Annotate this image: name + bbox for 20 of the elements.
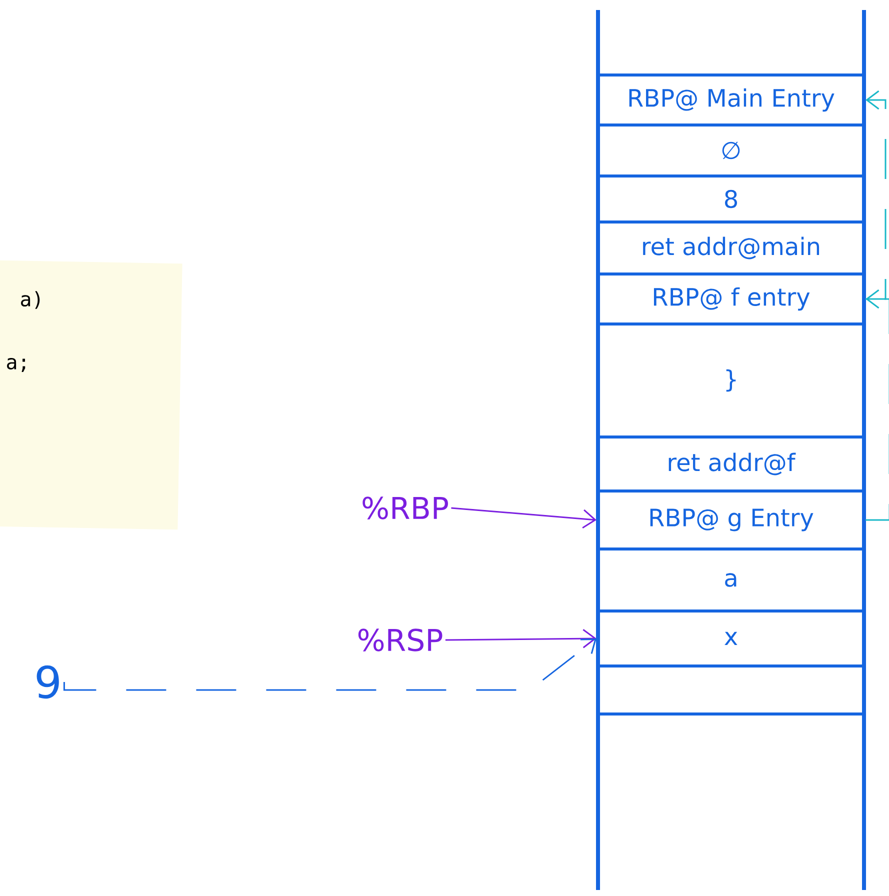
stack-cell: a xyxy=(596,548,866,612)
stack-cell: x xyxy=(596,610,866,668)
stack-cell: 8 xyxy=(596,174,866,224)
register-label: %RSP xyxy=(358,628,442,652)
empty-stack-cell xyxy=(596,664,866,716)
arrow xyxy=(451,507,596,528)
arrow xyxy=(445,629,596,648)
stack-cell: ret addr@main xyxy=(596,220,866,276)
stack-cell: RBP@ g Entry xyxy=(596,490,866,550)
register-label: %RBP xyxy=(362,496,448,520)
stack-cell: } xyxy=(596,322,866,438)
stack-cell: ret addr@f xyxy=(596,436,866,492)
stack-cell: RBP@ f entry xyxy=(596,272,866,326)
arrow xyxy=(866,289,889,521)
register-label: 9 xyxy=(36,665,59,699)
stack-cell: ∅ xyxy=(596,124,866,178)
code-note: a) a; xyxy=(0,260,182,530)
arrow xyxy=(63,638,596,691)
arrow xyxy=(866,90,886,300)
stack-cell: RBP@ Main Entry xyxy=(596,74,866,126)
